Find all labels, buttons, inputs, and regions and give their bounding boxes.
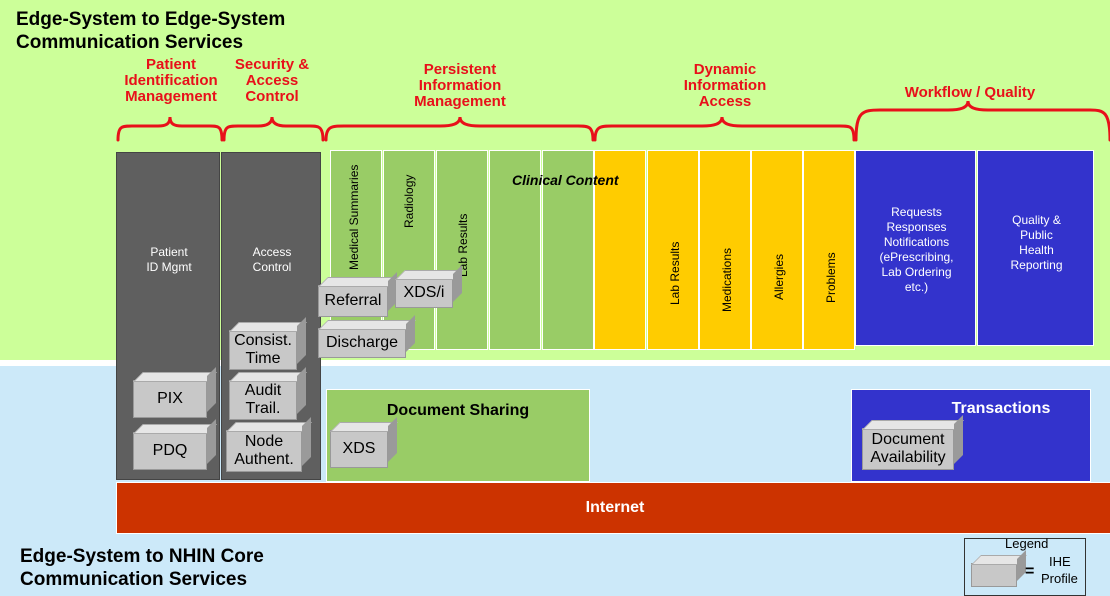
column-access-control-label: Access Control: [222, 245, 322, 275]
column-label-line: Quality &: [1012, 213, 1061, 227]
column-label-line: Health: [1019, 243, 1054, 257]
profile-pdq: PDQ: [133, 432, 207, 470]
column-label-line: Notifications: [883, 235, 950, 249]
column-label-line: Control: [252, 260, 292, 274]
label-medical-summaries: Medical Summaries: [347, 164, 361, 270]
bottom-title-line-1: Edge-System to NHIN Core: [20, 546, 264, 567]
column-label-line: Lab Ordering: [881, 265, 952, 279]
category-braces: [116, 100, 1110, 142]
legend-profile-cube: [971, 563, 1017, 587]
column-medications: [699, 150, 751, 350]
transactions-title: Transactions: [951, 400, 1051, 417]
bottom-title-line-2: Communication Services: [20, 569, 248, 590]
column-label-line: (ePrescribing,: [879, 250, 954, 264]
profile-consist-time: Consist. Time: [229, 330, 297, 370]
label-radiology: Radiology: [402, 174, 416, 228]
column-lab-results-dynamic: [647, 150, 699, 350]
category-line: Persistent: [423, 61, 497, 78]
profile-node-authent: Node Authent.: [226, 430, 302, 472]
category-line: Access: [245, 72, 299, 89]
profile-line: Node: [244, 433, 284, 450]
column-radiology: [383, 150, 435, 350]
legend-label-line: Profile: [1041, 571, 1078, 586]
profile-line: Audit: [244, 382, 282, 399]
legend-title: Legend: [1005, 536, 1049, 551]
legend: Legend = IHE Profile: [964, 536, 1086, 596]
profile-document-availability: Document Availability: [862, 428, 954, 470]
bottom-title: Edge-System to NHIN Core Communication S…: [20, 545, 264, 591]
brace-dynamic: [593, 116, 856, 142]
label-problems: Problems: [824, 252, 838, 303]
profile-xds-i: XDS/i: [395, 278, 453, 308]
label-medications: Medications: [720, 247, 734, 312]
legend-equals: =: [1025, 563, 1035, 580]
profile-line: Authent.: [234, 451, 294, 468]
profile-line: Time: [245, 350, 281, 367]
category-security: Security & Access Control: [222, 57, 322, 105]
column-label-line: Requests: [891, 205, 942, 219]
profile-referral: Referral: [318, 285, 388, 317]
category-line: Information: [683, 77, 767, 94]
label-lab-results-dynamic: Lab Results: [668, 241, 682, 305]
category-line: Security &: [234, 56, 310, 73]
column-patient-id-label: Patient ID Mgmt: [117, 245, 221, 275]
column-label-line: Reporting: [1010, 258, 1063, 272]
column-label-line: Responses: [886, 220, 947, 234]
internet-bar: Internet: [116, 482, 1110, 534]
category-line: Dynamic: [693, 61, 757, 78]
column-label-line: Public: [1020, 228, 1053, 242]
category-line: Identification: [124, 72, 218, 89]
column-requests-label: Requests Responses Notifications (ePresc…: [856, 205, 977, 295]
category-line: Access: [698, 93, 752, 110]
brace-persistent: [324, 116, 595, 142]
profile-line: Availability: [870, 449, 946, 466]
category-line: Information: [418, 77, 502, 94]
profile-line: Consist.: [234, 332, 292, 349]
profile-discharge: Discharge: [318, 328, 406, 358]
top-title-line-1: Edge-System to Edge-System: [16, 9, 286, 30]
profile-pix: PIX: [133, 380, 207, 418]
category-line: Management: [414, 93, 506, 110]
document-sharing-title: Document Sharing: [386, 402, 530, 419]
legend-label-line: IHE: [1049, 554, 1071, 569]
brace-workflow: [854, 100, 1110, 142]
top-title-line-2: Communication Services: [16, 32, 244, 53]
column-label-line: etc.): [904, 280, 929, 294]
category-patient-id: Patient Identification Management: [112, 57, 230, 105]
profile-line: Document: [871, 431, 945, 448]
brace-security: [222, 116, 325, 142]
top-title: Edge-System to Edge-System Communication…: [16, 8, 285, 54]
category-line: Control: [245, 88, 299, 105]
column-green-5: [542, 150, 594, 350]
profile-audit-trail: Audit Trail.: [229, 380, 297, 420]
column-label-line: Access: [252, 245, 292, 259]
column-yellow-1: [594, 150, 646, 350]
column-green-4: [489, 150, 541, 350]
column-quality-label: Quality & Public Health Reporting: [978, 213, 1095, 273]
column-requests: Requests Responses Notifications (ePresc…: [855, 150, 976, 346]
legend-label: IHE Profile: [1041, 553, 1078, 587]
category-dynamic: Dynamic Information Access: [650, 62, 800, 110]
label-allergies: Allergies: [772, 253, 786, 300]
category-line: Patient: [145, 56, 196, 73]
category-persistent: Persistent Information Management: [380, 62, 540, 110]
profile-line: Trail.: [245, 400, 281, 417]
category-line: Workflow / Quality: [904, 84, 1036, 101]
column-problems: [803, 150, 855, 350]
column-lab-results-green: [436, 150, 488, 350]
brace-patient-id: [116, 116, 224, 142]
category-workflow: Workflow / Quality: [880, 85, 1060, 101]
category-line: Management: [125, 88, 217, 105]
column-quality: Quality & Public Health Reporting: [977, 150, 1094, 346]
clinical-content-label: Clinical Content: [512, 172, 619, 188]
column-label-line: ID Mgmt: [146, 260, 192, 274]
column-label-line: Patient: [150, 245, 188, 259]
profile-xds: XDS: [330, 430, 388, 468]
column-allergies: [751, 150, 803, 350]
